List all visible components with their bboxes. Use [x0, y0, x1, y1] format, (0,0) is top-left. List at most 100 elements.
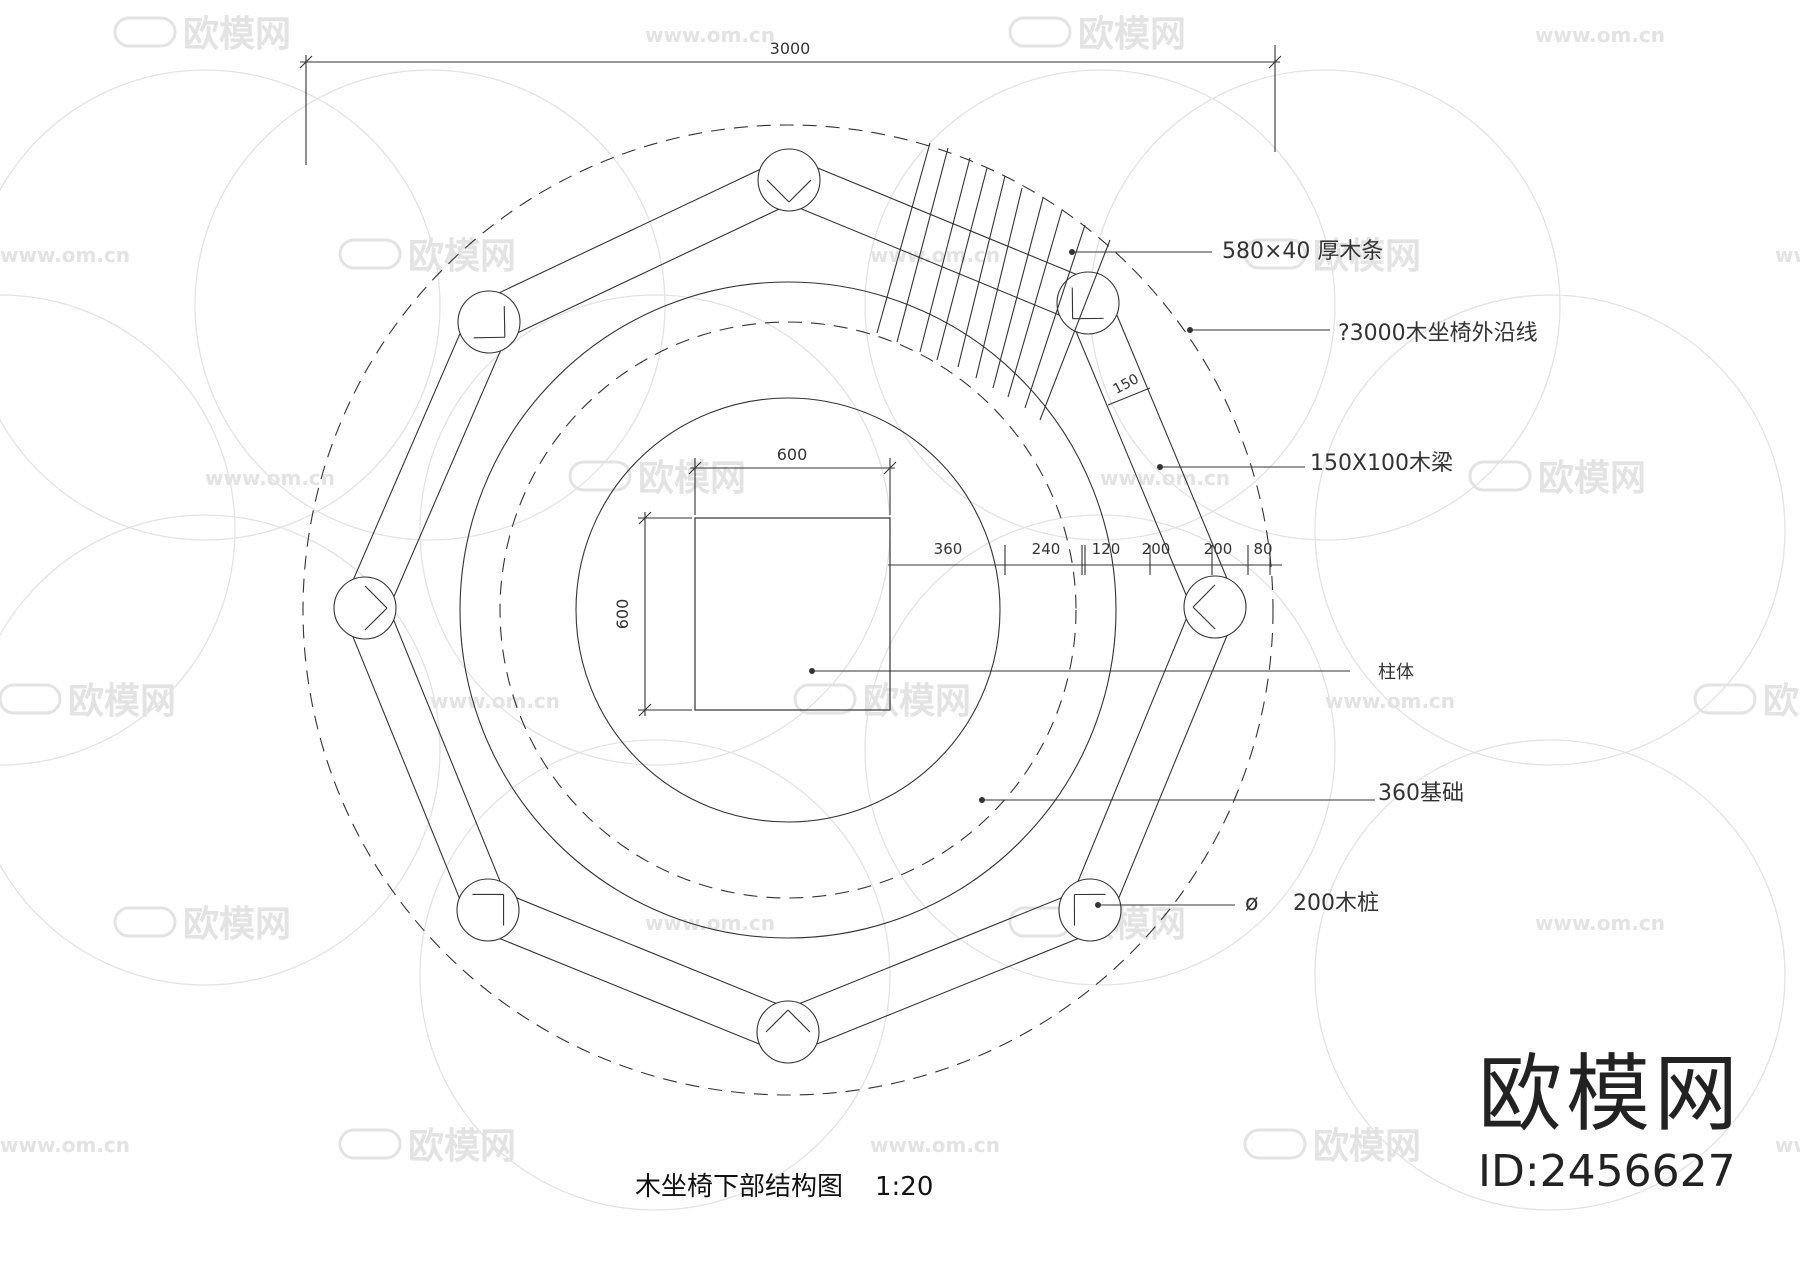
watermark-brand: 欧模网 — [340, 236, 516, 277]
sofa-icon — [340, 1130, 400, 1158]
overall-dimension — [300, 45, 1281, 165]
watermark-url-text: www.om.cn — [645, 911, 775, 935]
radial-dim-360: 360 — [934, 540, 963, 558]
callout-texts: 580×40 厚木条 ?3000木坐椅外沿线 150X100木梁 柱体 360基… — [1222, 239, 1538, 916]
plank-line — [958, 176, 1005, 367]
sofa-icon — [1470, 462, 1530, 490]
sofa-icon — [1010, 18, 1070, 46]
watermark-brand: 欧模网 — [340, 1126, 516, 1167]
beam-callout: 150X100木梁 — [1310, 451, 1453, 476]
watermark-brand: 欧模网 — [570, 458, 746, 499]
brand-watermark: 欧模网 ID:2456627 — [1478, 1052, 1742, 1194]
radial-dim-120: 120 — [1092, 540, 1121, 558]
radial-dim-200b: 200 — [1204, 540, 1233, 558]
sofa-icon — [115, 908, 175, 936]
watermark-url-text: www.om.cn — [205, 466, 335, 490]
square-top-dim-text: 600 — [777, 445, 808, 464]
watermark-brand-text: 欧模网 — [183, 904, 291, 945]
watermark-brand: 欧模网 — [795, 681, 971, 722]
outer-line-callout: ?3000木坐椅外沿线 — [1338, 321, 1538, 346]
watermark-url-text: www.om.cn — [1325, 689, 1455, 713]
pile-symbol: ø — [1245, 891, 1258, 916]
pile — [1184, 576, 1246, 638]
sofa-icon — [1245, 1130, 1305, 1158]
watermark-brand-text: 欧模网 — [68, 681, 176, 722]
beam-edge — [480, 930, 780, 1052]
beam-edge — [780, 890, 1082, 1012]
plank-line — [1008, 210, 1062, 397]
watermark-url-text: www.om.cn — [430, 689, 560, 713]
radial-dim-240: 240 — [1032, 540, 1061, 558]
title-block: 木坐椅下部结构图 1:20 — [635, 1172, 933, 1202]
pile-circle — [458, 291, 520, 353]
plank-line — [877, 143, 930, 333]
beam-edge — [1110, 615, 1235, 918]
brand-title: 欧模网 — [1478, 1052, 1742, 1136]
pile — [757, 1001, 819, 1063]
watermark-url-text: www.om.cn — [645, 23, 775, 47]
foundation-outer-circle — [500, 322, 1076, 898]
foundation-callout: 360基础 — [1378, 781, 1464, 806]
plank-callout: 580×40 厚木条 — [1222, 239, 1383, 264]
watermark-brand-text: 欧模网 — [638, 458, 746, 499]
sofa-icon — [795, 685, 855, 713]
watermark-brand-text: 欧模网 — [1078, 14, 1186, 55]
seat-inner-circle — [460, 282, 1116, 938]
watermark-url-text: www.om.cn — [1775, 243, 1800, 267]
watermark-brand-text: 欧模网 — [408, 1126, 516, 1167]
watermark-brand: 欧模网 — [0, 681, 176, 722]
watermark-brand: 欧模网 — [1470, 458, 1646, 499]
beam-edge — [385, 600, 508, 902]
beam-edge — [385, 331, 509, 617]
pile — [457, 879, 519, 941]
pile — [458, 291, 520, 353]
piles — [334, 149, 1246, 1063]
pile-circle — [1059, 879, 1121, 941]
watermark-url-text: www.om.cn — [0, 243, 130, 267]
watermark-brand-text: 欧模网 — [863, 681, 971, 722]
sofa-icon — [115, 18, 175, 46]
pile-joint — [504, 306, 505, 337]
beam-edge — [496, 890, 796, 1012]
drawing-scale: 1:20 — [875, 1172, 933, 1202]
watermark-url-text: www.om.cn — [1100, 466, 1230, 490]
pile-callout: 200木桩 — [1293, 891, 1379, 916]
watermark-brand: 欧模网 — [1010, 14, 1186, 55]
beam-edge — [345, 313, 469, 599]
pile — [334, 577, 396, 639]
beam-edge — [1070, 599, 1195, 902]
watermark-url-text: www.om.cn — [1535, 23, 1665, 47]
watermark-layer: 欧模网欧模网欧模网欧模网欧模网欧模网欧模网欧模网欧模网欧模网欧模网欧模网欧模网w… — [0, 14, 1800, 1210]
watermark-url-text: www.om.cn — [1535, 911, 1665, 935]
pile — [1059, 879, 1121, 941]
overall-dim-text: 3000 — [770, 39, 811, 58]
radial-dim-labels: 360 240 120 200 200 80 — [934, 540, 1273, 558]
watermark-url-text: www.om.cn — [0, 1133, 130, 1157]
watermark-brand: 欧模网 — [1245, 1126, 1421, 1167]
beam-edge — [1068, 311, 1195, 615]
brand-id: ID:2456627 — [1478, 1150, 1742, 1194]
sofa-icon — [1695, 685, 1755, 713]
drawing-title: 木坐椅下部结构图 — [635, 1172, 843, 1202]
watermark-brand-text: 欧模网 — [408, 236, 516, 277]
beam-edge — [345, 616, 468, 918]
sofa-icon — [340, 240, 400, 268]
leaders — [812, 252, 1375, 905]
column-callout: 柱体 — [1378, 662, 1414, 683]
beam-edge — [796, 930, 1098, 1052]
watermark-brand-text: 欧模网 — [1313, 1126, 1421, 1167]
watermark-brand: 欧模网 — [115, 14, 291, 55]
leader-dots — [809, 249, 1193, 908]
column-square — [695, 518, 890, 710]
pile-circle — [457, 879, 519, 941]
watermark-url-text: www.om.cn — [870, 1133, 1000, 1157]
square-side-dim-text: 600 — [613, 599, 632, 630]
watermark-brand-text: 欧模网 — [183, 14, 291, 55]
sofa-icon — [0, 685, 60, 713]
watermark-brand-text: 欧模网 — [1538, 458, 1646, 499]
watermark-brand: 欧模网 — [115, 904, 291, 945]
pile-joint — [474, 337, 505, 338]
beam-edge — [498, 200, 798, 342]
watermark-brand-text: 欧模网 — [1763, 681, 1800, 722]
